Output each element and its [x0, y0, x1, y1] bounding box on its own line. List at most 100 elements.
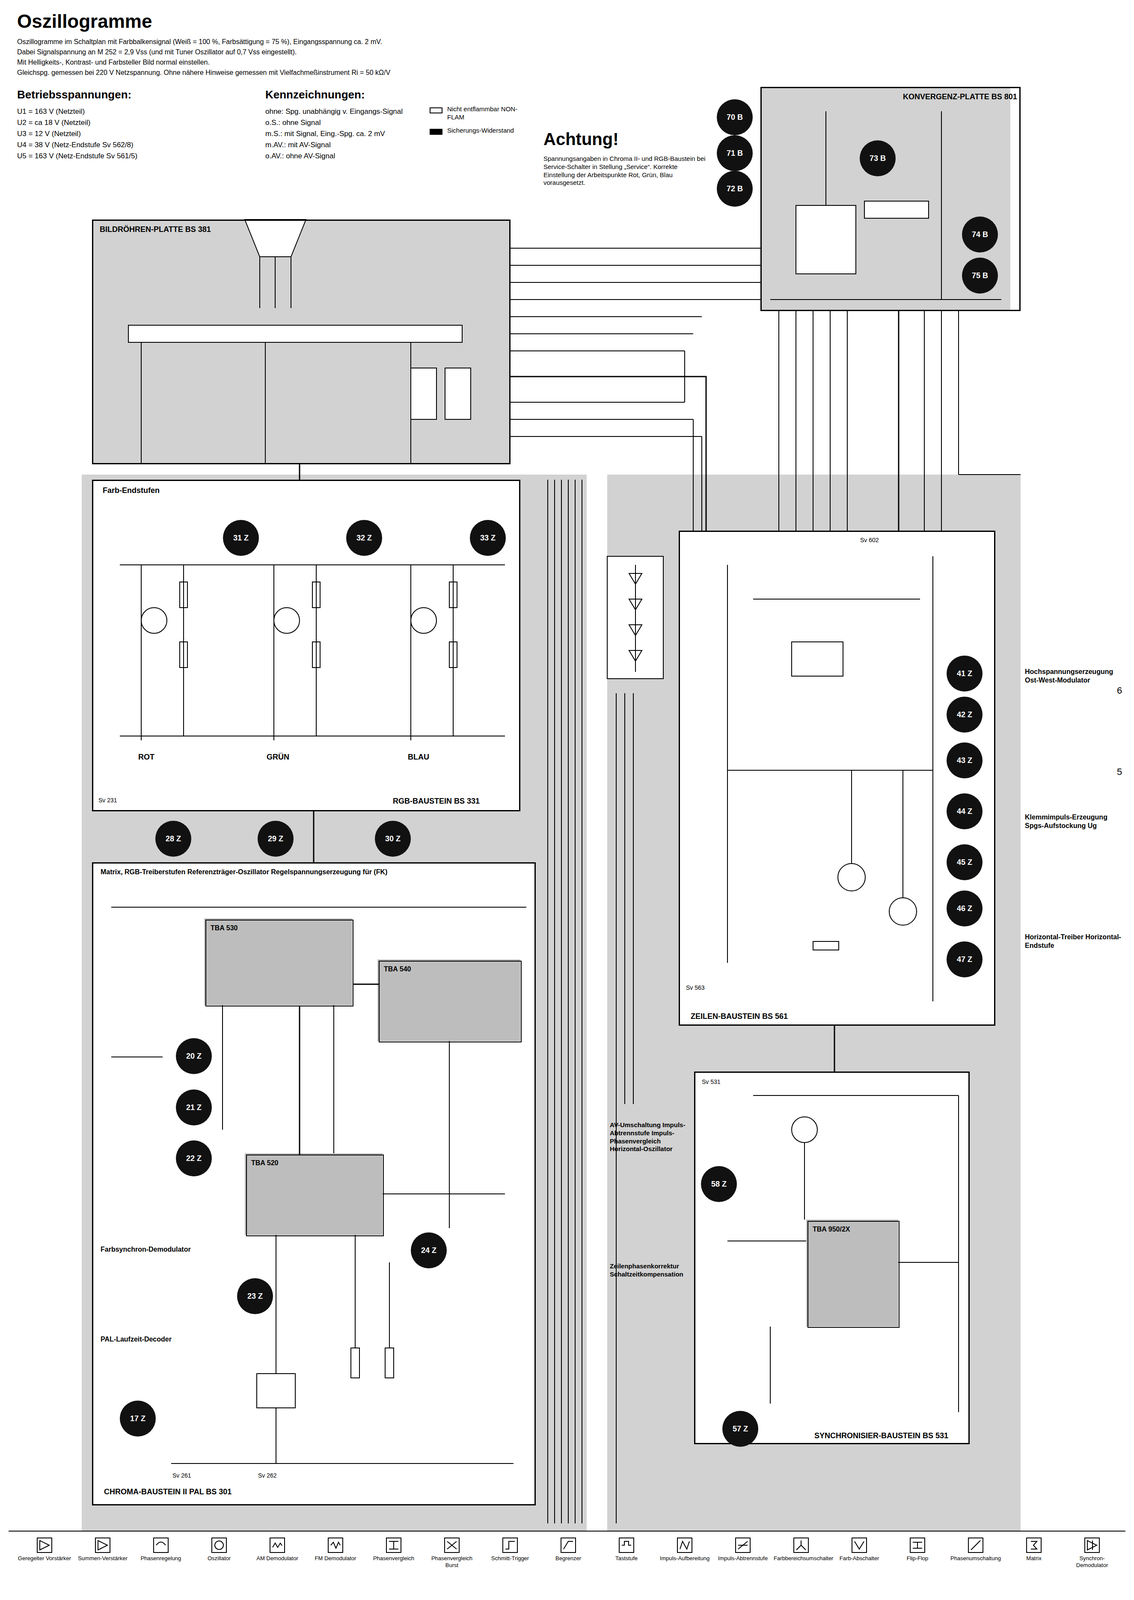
page-title: Oszillogramme [17, 9, 152, 33]
annotation-text: 5 [1116, 765, 1130, 778]
legend-symbol [618, 1537, 635, 1554]
legend-symbol [443, 1537, 461, 1554]
annotation-text: U5 = 163 V (Netz-Endstufe Sv 561/5) [17, 151, 240, 161]
legend-symbol [94, 1537, 111, 1554]
annotation-text: Farbsynchron-Demodulator [100, 1245, 229, 1254]
legend-entry: Phasenregelung [133, 1537, 189, 1562]
annotation-text: Gleichspg. gemessen bei 220 V Netzspannu… [17, 68, 574, 78]
node-title: KONVERGENZ-PLATTE BS 801 [902, 92, 1018, 102]
legend-symbol [501, 1537, 519, 1554]
legend-text: Farb-Abschalter [831, 1555, 887, 1562]
oscillogram-callout: 75 B [961, 257, 998, 294]
annotation-text: Sv 231 [98, 796, 142, 805]
legend-text: Impuls-Abtrennstufe [715, 1555, 771, 1562]
oscillogram-callout: 33 Z [469, 519, 506, 556]
legend-entry: Oszillator [191, 1537, 247, 1562]
module-box: CHROMA-BAUSTEIN II PAL BS 301TBA 530TBA … [92, 862, 536, 1506]
annotation-text: Oszillogramme im Schaltplan mit Farbbalk… [17, 37, 574, 47]
oscillogram-callout: 30 Z [374, 820, 411, 857]
legend-symbol [1025, 1537, 1042, 1554]
annotation-text: o.S.: ohne Signal [265, 118, 437, 128]
legend-text: FM Demodulator [308, 1555, 363, 1562]
oscillogram-callout: 43 Z [946, 742, 983, 779]
annotation-text: Klemmimpuls-Erzeugung Spgs-Aufstockung U… [1024, 813, 1124, 831]
oscillogram-callout: 21 Z [175, 1089, 212, 1126]
module-box: SYNCHRONISIER-BAUSTEIN BS 531 TBA 950/2X [694, 1071, 970, 1445]
legend-symbol [734, 1537, 752, 1554]
node-title: TBA 530 [210, 923, 238, 933]
legend-text: Synchron-Demodulator [1064, 1555, 1120, 1569]
annotation-text: Matrix, RGB-Treiberstufen Referenzträger… [100, 867, 409, 877]
oscillogram-callout: 24 Z [410, 1232, 447, 1269]
legend-symbol [36, 1537, 53, 1554]
legend-text: Geregelter Vorstärker [17, 1555, 72, 1562]
annotation-text: Zeilenphasenkorrektur Schaltzeitkompensa… [609, 1262, 692, 1279]
node-title: SYNCHRONISIER-BAUSTEIN BS 531 [814, 1431, 949, 1441]
module-box: RGB-BAUSTEIN BS 331 [92, 479, 521, 812]
oscillogram-callout: 70 B [716, 99, 753, 136]
wire-connector [834, 1025, 836, 1072]
annotation-text: Sv 563 [684, 984, 707, 992]
node-title: BILDRÖHREN-PLATTE BS 381 [99, 225, 211, 235]
legend-text: Matrix [1006, 1555, 1062, 1562]
legend-text: Impuls-Aufbereitung [657, 1555, 713, 1562]
annotation-text: m.S.: mit Signal, Eing.-Spg. ca. 2 mV [265, 129, 437, 139]
legend-entry: Phasenvergleich Burst [424, 1537, 480, 1569]
legend-symbol [269, 1537, 286, 1554]
legend-entry: Flip-Flop [890, 1537, 945, 1562]
legend-symbol [967, 1537, 984, 1554]
legend-text: Oszillator [191, 1555, 247, 1562]
legend-symbol [560, 1537, 577, 1554]
ic-box: TBA 530 [205, 919, 354, 1007]
legend-text: Schmitt-Trigger [482, 1555, 538, 1562]
legend-entry: Farbbereichsumschalter [773, 1537, 829, 1562]
legend-text: Flip-Flop [890, 1555, 945, 1562]
annotation-text: AV-Umschaltung Impuls-Abtrennstufe Impul… [609, 1121, 692, 1154]
board-box: BILDRÖHREN-PLATTE BS 381 [92, 219, 511, 465]
annotation-text: U2 = ca 18 V (Netzteil) [17, 118, 240, 128]
legend-entry: AM Demodulator [249, 1537, 305, 1562]
legend-symbol [676, 1537, 693, 1554]
node-title: RGB-BAUSTEIN BS 331 [392, 796, 480, 807]
legend-symbol [851, 1537, 868, 1554]
legend-text: Phasenregelung [133, 1555, 189, 1562]
annotation-text: Spannungsangaben in Chroma II- und RGB-B… [543, 154, 707, 188]
oscillogram-callout: 71 B [716, 135, 753, 172]
oscillogram-callout: 73 B [859, 140, 896, 177]
ic-box: TBA 950/2X [807, 1220, 900, 1328]
legend-entry: Farb-Abschalter [831, 1537, 887, 1562]
ic-box: TBA 540 [378, 960, 522, 1043]
legend-entry: Begrenzer [540, 1537, 596, 1562]
annotation-text: Dabei Signalspannung an M 252 = 2,9 Vss … [17, 47, 574, 57]
oscillogram-callout: 41 Z [946, 655, 983, 692]
legend-text: Taststufe [599, 1555, 654, 1562]
legend-entry: Phasenvergleich [366, 1537, 422, 1562]
oscillogram-callout: 31 Z [222, 519, 259, 556]
oscillogram-callout: 20 Z [175, 1038, 212, 1075]
wire-connector [313, 811, 315, 863]
oscillogram-callout: 57 Z [722, 1410, 759, 1447]
annotation-text: Achtung! [543, 128, 707, 150]
wire-connector [299, 1006, 301, 1155]
oscillogram-callout: 74 B [961, 216, 998, 253]
legend-symbol [210, 1537, 228, 1554]
legend-text: Phasenvergleich Burst [424, 1555, 480, 1569]
node-title: TBA 520 [251, 1158, 279, 1167]
legend-symbol [327, 1537, 344, 1554]
legend-entry: Summen-Verstärker [75, 1537, 131, 1562]
legend-entry: FM Demodulator [308, 1537, 363, 1562]
annotation-text: Farb-Endstufen [102, 485, 232, 496]
legend-text: AM Demodulator [249, 1555, 305, 1562]
legend-entry: Phasenumschaltung [948, 1537, 1004, 1562]
oscillogram-callout: 17 Z [119, 1400, 156, 1437]
annotation-text: Betriebsspannungen: [17, 87, 232, 102]
legend-text: Begrenzer [540, 1555, 596, 1562]
node-title: TBA 950/2X [812, 1225, 850, 1234]
annotation-text: Kennzeichnungen: [265, 87, 480, 102]
wire-connector [898, 311, 900, 531]
legend-symbol [385, 1537, 402, 1554]
annotation-text: ROT [136, 752, 156, 763]
oscillogram-callout: 44 Z [946, 793, 983, 830]
annotation-text: U3 = 12 V (Netzteil) [17, 129, 240, 139]
legend-symbol [152, 1537, 170, 1554]
